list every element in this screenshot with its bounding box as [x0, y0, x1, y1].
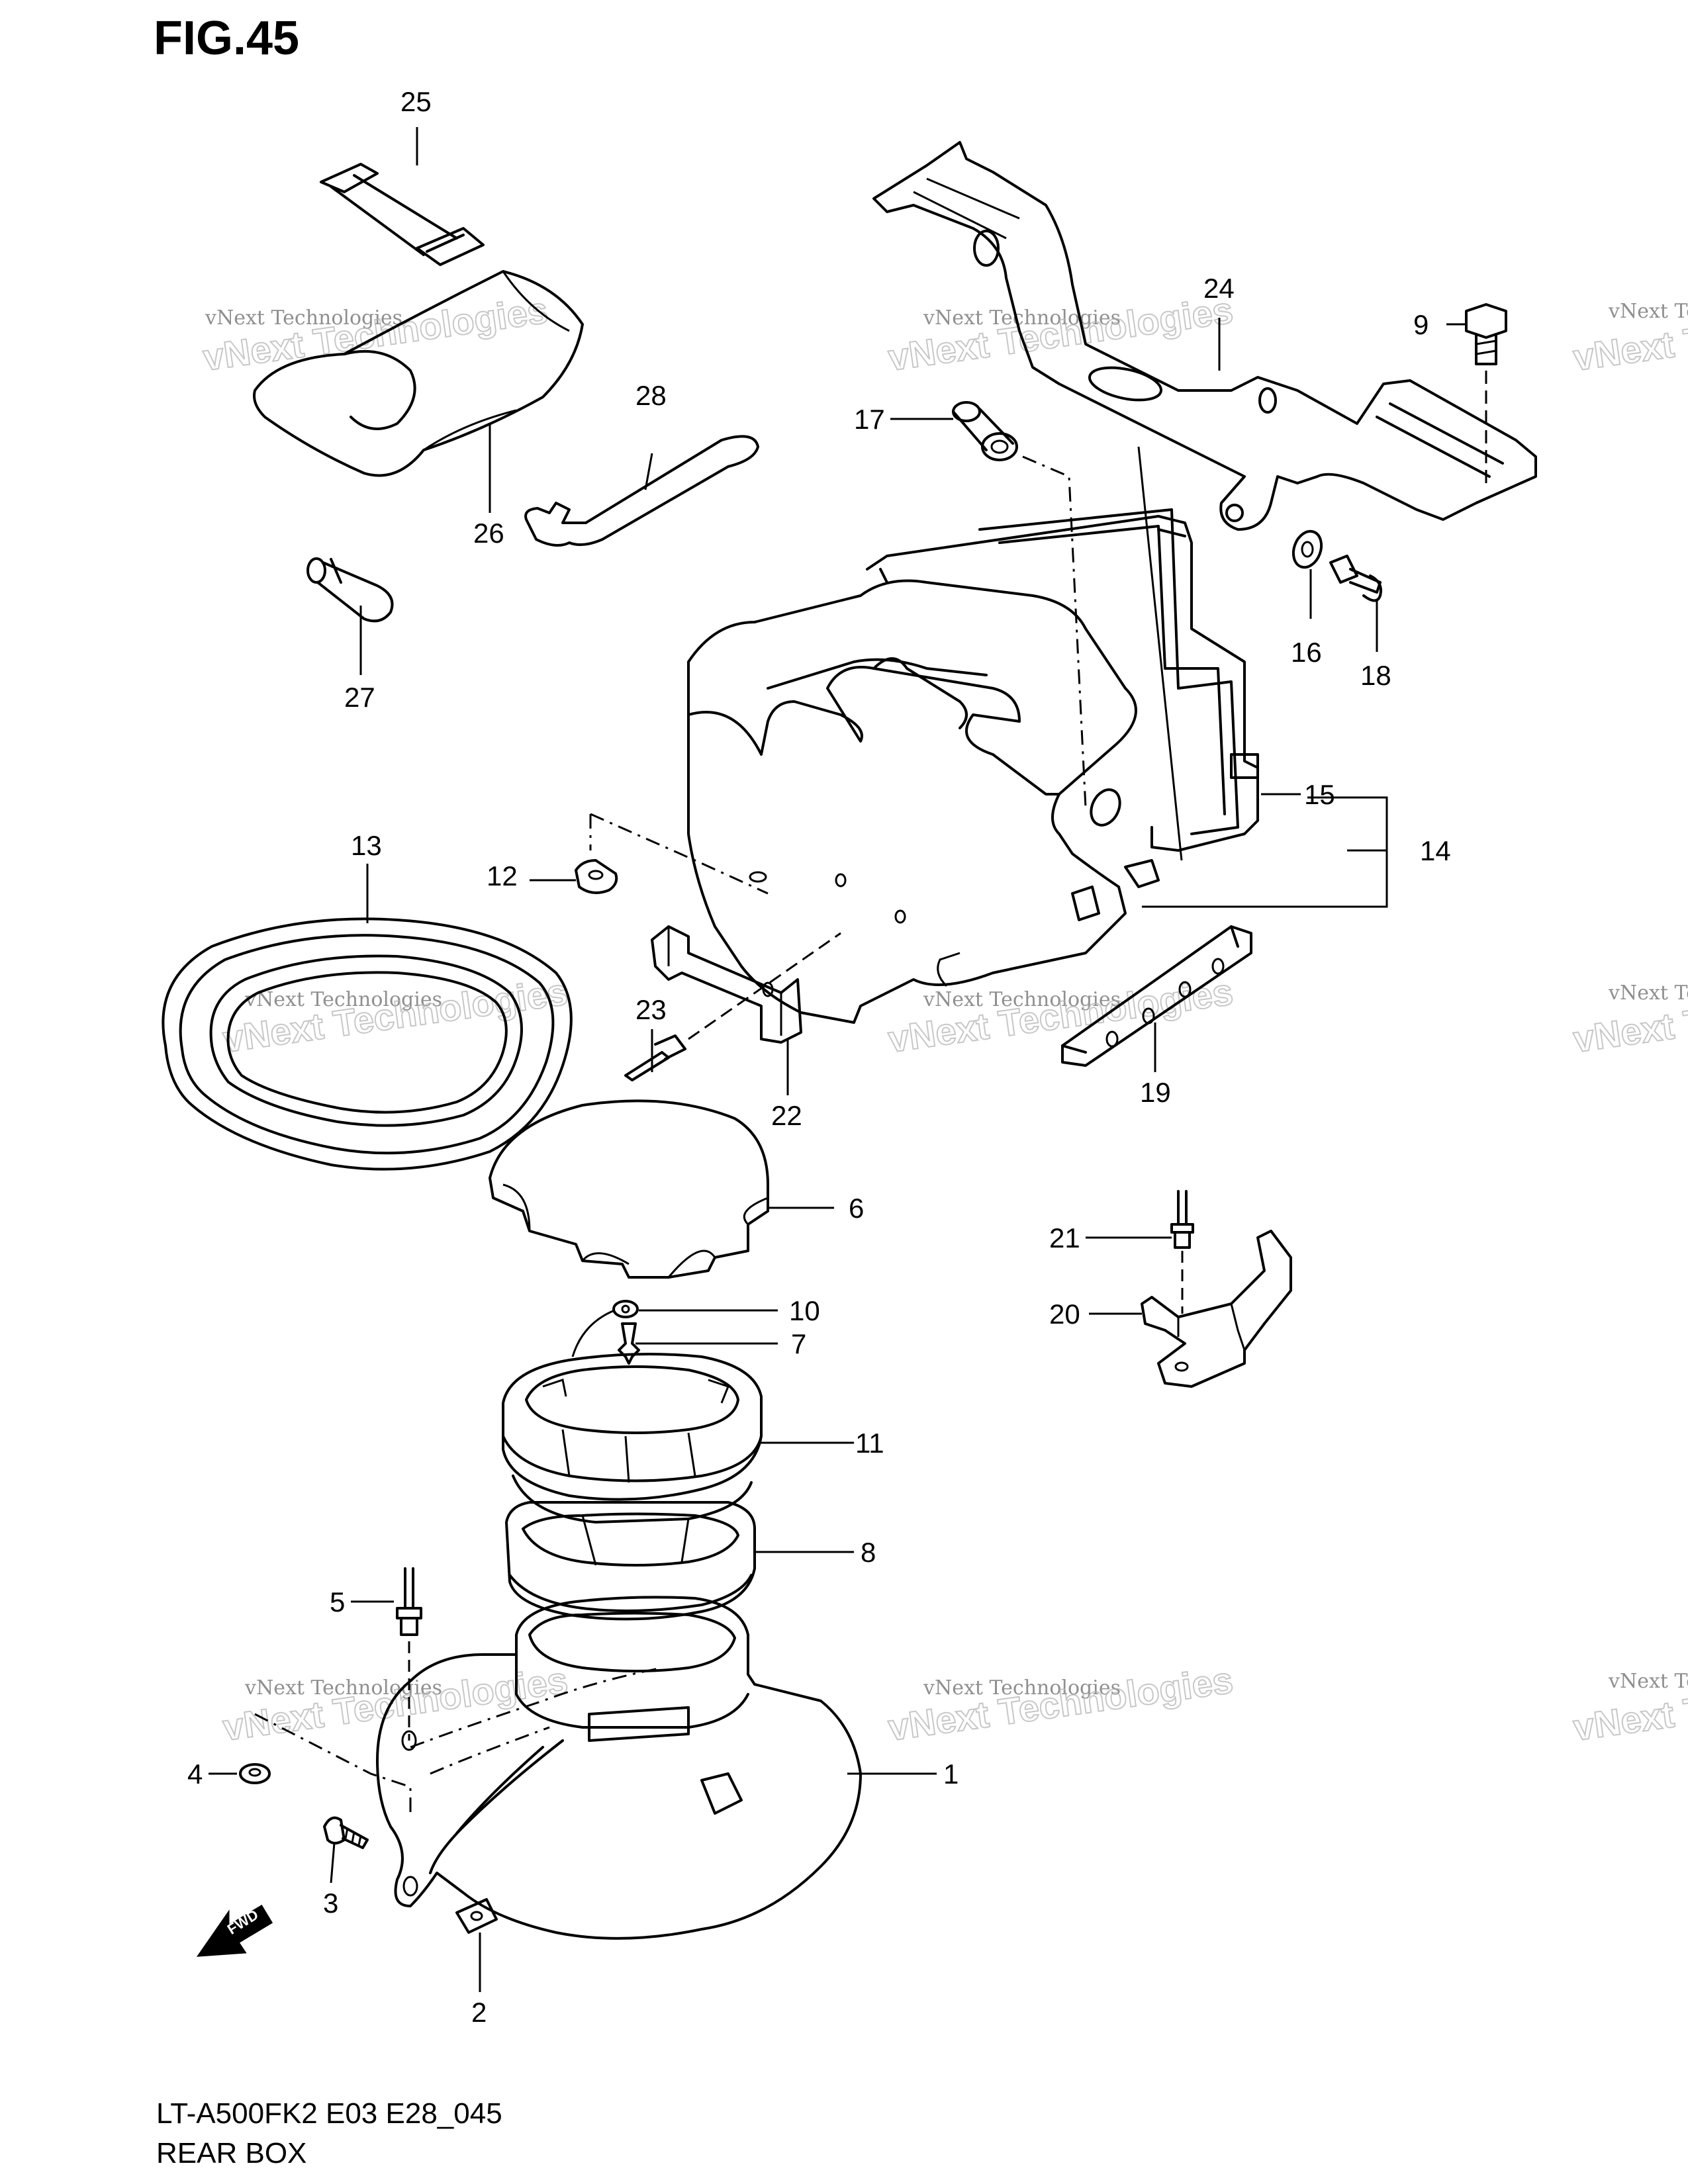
part-16-washer: [1291, 529, 1323, 569]
callout-14: 14: [1420, 835, 1451, 866]
callout-21: 21: [1049, 1222, 1080, 1253]
callout-23: 23: [635, 994, 667, 1025]
watermark-large: vNext Technologies: [886, 1659, 1236, 1748]
part-1-box-base: [254, 1596, 862, 1940]
part-11-outer-ring: [502, 1353, 763, 1524]
part-28-spanner: [524, 435, 759, 547]
part-26-tool-bag: [253, 270, 584, 477]
part-14-rear-box: [687, 579, 1160, 1024]
callout-16: 16: [1291, 637, 1322, 668]
callout-20: 20: [1049, 1298, 1080, 1330]
watermark-3: vNext Technologies vNext Technologies: [1570, 288, 1688, 379]
leader-24-path: [1137, 446, 1183, 861]
part-25-strap: [320, 163, 485, 266]
callout-19: 19: [1140, 1077, 1171, 1108]
callout-27: 27: [344, 682, 375, 713]
callout-8: 8: [861, 1537, 876, 1568]
watermark-4: vNext Technologies vNext Technologies: [220, 970, 571, 1060]
watermark-small: vNext Technologies: [205, 306, 402, 330]
callout-leaders: [209, 127, 1466, 1992]
watermark-large: vNext Technologies: [201, 289, 551, 378]
part-24-carrier-bracket: [872, 141, 1537, 531]
part-23-rivet: [624, 932, 841, 1081]
callout-18: 18: [1360, 660, 1391, 691]
part-27-plug: [306, 557, 394, 623]
leader-17-path: [1022, 455, 1087, 808]
watermark-large: vNext Technologies: [220, 1659, 571, 1748]
watermark-small: vNext Technologies: [923, 306, 1121, 330]
callout-11: 11: [855, 1428, 884, 1459]
part-19-support-bracket: [1061, 925, 1252, 1067]
part-7-screw: [618, 1322, 640, 1365]
part-2-clip-nut: [455, 1898, 498, 1934]
part-4-washer: [239, 1763, 271, 1784]
watermark-small: vNext Technologies: [1608, 981, 1688, 1005]
part-21-rivet: [1170, 1190, 1194, 1314]
watermark-large: vNext Technologies: [886, 289, 1236, 378]
figure-title: FIG.45: [154, 12, 299, 65]
callout-2: 2: [471, 1997, 487, 2028]
part-18-screw: [1329, 555, 1382, 602]
callout-15: 15: [1304, 779, 1335, 810]
watermark-9: vNext Technologies vNext Technologies: [1570, 1658, 1688, 1749]
part-22-box-bracket: [651, 925, 802, 1044]
callout-28: 28: [635, 380, 667, 411]
callout-6: 6: [849, 1193, 864, 1224]
callout-numbers: 25 26 28 27 24 9 17 16 18 15 14 12 13 23…: [187, 86, 1451, 2028]
fwd-direction-arrow: FWD: [196, 1904, 273, 1957]
part-5-rivet: [396, 1567, 422, 1741]
callout-26: 26: [473, 518, 504, 549]
part-10-ground-lug: [571, 1300, 639, 1357]
part-6-cap: [489, 1099, 769, 1279]
watermark-small: vNext Technologies: [923, 988, 1121, 1011]
part-13-seal-ring: [162, 917, 573, 1171]
callout-3: 3: [323, 1888, 338, 1919]
watermark-6: vNext Technologies vNext Technologies: [1570, 970, 1688, 1060]
watermark-2: vNext Technologies vNext Technologies: [885, 288, 1237, 379]
part-3-screw: [323, 1816, 369, 1849]
part-20-bracket: [1141, 1230, 1292, 1388]
part-12-nut: [575, 813, 769, 895]
part-15-box-seal: [866, 508, 1259, 852]
watermark-small: vNext Technologies: [1608, 1670, 1688, 1693]
watermark-small: vNext Technologies: [1608, 300, 1688, 323]
watermark-small: vNext Technologies: [244, 988, 442, 1011]
callout-22: 22: [771, 1100, 802, 1131]
callout-13: 13: [351, 830, 382, 861]
callout-4: 4: [187, 1758, 203, 1790]
callout-5: 5: [330, 1586, 345, 1617]
watermark-7: vNext Technologies vNext Technologies: [220, 1658, 571, 1749]
callout-9: 9: [1413, 309, 1429, 340]
callout-10: 10: [789, 1295, 820, 1326]
callout-17: 17: [854, 404, 885, 435]
watermark-8: vNext Technologies vNext Technologies: [885, 1658, 1237, 1749]
part-9-bolt: [1465, 303, 1507, 486]
watermark-large: vNext Technologies: [220, 970, 571, 1060]
part-8-inner-ring: [505, 1501, 756, 1621]
callout-12: 12: [487, 860, 518, 891]
section-name: REAR BOX: [156, 2137, 306, 2169]
callout-7: 7: [791, 1328, 806, 1359]
part-17-grommet: [952, 401, 1018, 461]
callout-1: 1: [943, 1758, 959, 1790]
model-code: LT-A500FK2 E03 E28_045: [156, 2097, 502, 2130]
watermark-1: vNext Technologies vNext Technologies: [200, 288, 551, 379]
callout-24: 24: [1203, 273, 1235, 304]
callout-25: 25: [400, 86, 432, 117]
watermark-small: vNext Technologies: [923, 1676, 1121, 1700]
